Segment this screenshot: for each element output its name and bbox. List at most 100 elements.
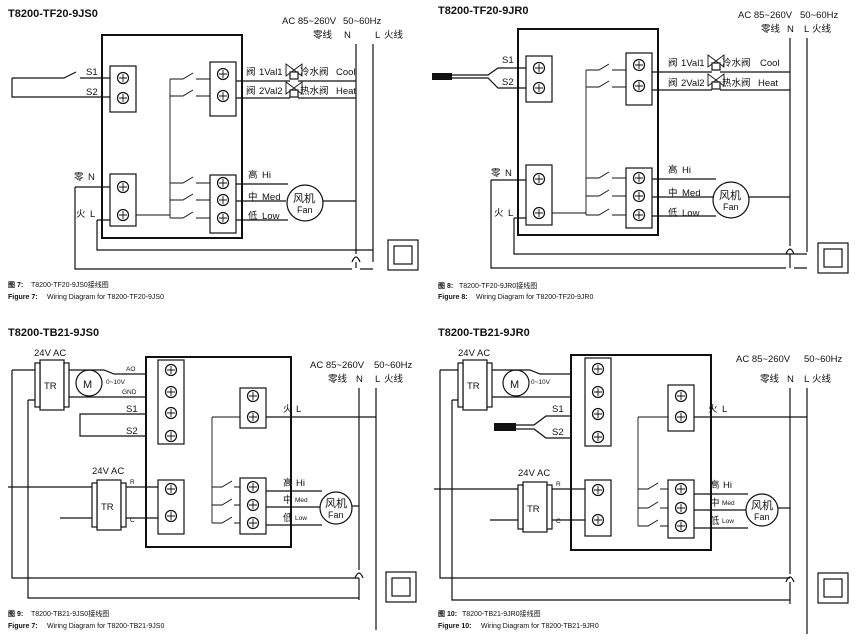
terminal-screw bbox=[164, 429, 178, 443]
med-cn-label: 中 bbox=[283, 494, 293, 506]
hi-cn-label: 高 bbox=[248, 169, 258, 181]
med-cn-label: 中 bbox=[668, 187, 678, 199]
tr-24vac-label: 24V AC bbox=[458, 348, 490, 359]
panel-tb21-9js0: T8200-TB21-9JS0 AC 85~260V 50~60Hz 零线 N … bbox=[8, 327, 417, 630]
low-cn-label: 低 bbox=[668, 207, 678, 219]
caption-en-prefix: Figure 7: bbox=[8, 294, 38, 301]
motor-label: M bbox=[510, 379, 519, 391]
caption-cn: T8200-TF20-9JS0接线图 bbox=[31, 280, 109, 289]
terminal-screw bbox=[246, 389, 260, 403]
live-cn-label: 火 bbox=[283, 404, 293, 415]
diagram-title: T8200-TF20-9JS0 bbox=[8, 8, 98, 20]
diagram-title: T8200-TF20-9JR0 bbox=[438, 5, 529, 17]
terminal-screw bbox=[216, 193, 230, 207]
cool-valve-icon bbox=[707, 54, 725, 71]
l-label: L bbox=[722, 404, 727, 415]
heat-valve-icon bbox=[707, 73, 725, 90]
s1-label: S1 bbox=[86, 67, 98, 78]
valve-cn-label: 阀 bbox=[246, 85, 256, 97]
med-cn-label: 中 bbox=[248, 191, 258, 203]
caption-cn-prefix: 图 8: bbox=[438, 281, 453, 290]
terminal-screw bbox=[246, 516, 260, 530]
fan-motor-icon bbox=[286, 184, 324, 222]
s2-label: S2 bbox=[86, 87, 98, 98]
ground-box-inner bbox=[391, 577, 411, 597]
live-cn-label: 火 bbox=[494, 208, 504, 219]
caption-cn-prefix: 图 7: bbox=[8, 280, 23, 289]
tr-label: TR bbox=[527, 504, 540, 515]
wire-crossover bbox=[785, 576, 795, 583]
low-cn-label: 低 bbox=[710, 515, 720, 527]
s1-label: S1 bbox=[502, 55, 514, 66]
neutral-cn-label: 零线 bbox=[313, 29, 333, 41]
terminal-screw bbox=[632, 189, 646, 203]
caption-cn-prefix: 图 10: bbox=[438, 609, 457, 618]
valve-cn-label: 阀 bbox=[668, 77, 678, 89]
s1-s2-switch-wire bbox=[11, 71, 110, 98]
fan-motor-icon bbox=[319, 491, 353, 525]
fan-cn-label: 风机 bbox=[719, 188, 741, 202]
tr-neutral-wire bbox=[27, 399, 359, 599]
live-l-label: L bbox=[375, 374, 380, 385]
terminal-screw bbox=[532, 61, 546, 75]
supply-ac-label: AC 85~260V bbox=[738, 10, 793, 21]
supply-ac-label: AC 85~260V bbox=[736, 354, 791, 365]
terminal-screw bbox=[674, 501, 688, 515]
neutral-feed-wire bbox=[490, 179, 807, 269]
terminal-screw bbox=[164, 385, 178, 399]
transformer-coil bbox=[546, 484, 553, 530]
med-label: Med bbox=[722, 500, 735, 507]
live-l-label: L bbox=[804, 374, 809, 385]
tr-label: TR bbox=[101, 502, 114, 513]
terminal-screw bbox=[116, 208, 130, 222]
terminal-screw bbox=[591, 407, 605, 421]
low-cn-label: 低 bbox=[248, 210, 258, 222]
supply-hz-label: 50~60Hz bbox=[343, 16, 382, 27]
live-cn-label: 火线 bbox=[812, 373, 832, 385]
transformer-coil bbox=[486, 362, 493, 408]
heat-label: Heat bbox=[758, 78, 778, 89]
live-cn-label: 火线 bbox=[812, 23, 832, 35]
caption-cn: T8200-TF20-9JR0接线图 bbox=[459, 281, 537, 290]
panel-tf20-9js0: T8200-TF20-9JS0 AC 85~260V 50~60Hz 零线 N … bbox=[8, 8, 419, 301]
low-label: Low bbox=[295, 515, 307, 522]
terminal-screw bbox=[216, 67, 230, 81]
live-cn-label: 火 bbox=[708, 404, 718, 415]
fan-label: Fan bbox=[754, 512, 770, 522]
ao-label: AO bbox=[126, 366, 135, 373]
s2-label: S2 bbox=[552, 427, 564, 438]
terminal-screw bbox=[532, 172, 546, 186]
caption-cn: T8200-TB21-9JR0接线图 bbox=[462, 609, 541, 618]
valve-relay-contacts bbox=[170, 72, 210, 97]
neutral-n-label: N bbox=[787, 24, 794, 35]
r-label: R bbox=[556, 481, 561, 488]
terminal-screw bbox=[116, 71, 130, 85]
med-label: Med bbox=[682, 188, 700, 199]
wire-crossover bbox=[354, 572, 364, 579]
hi-cn-label: 高 bbox=[710, 479, 720, 491]
l-label: L bbox=[296, 404, 301, 415]
fan-relay-contacts bbox=[170, 176, 210, 219]
fan-cn-label: 风机 bbox=[293, 191, 315, 205]
cool-valve-cn-label: 冷水阀 bbox=[300, 66, 329, 78]
live-feed-wire bbox=[513, 217, 807, 255]
fan-relay-contacts bbox=[586, 171, 626, 216]
low-label: Low bbox=[262, 211, 280, 222]
med-label: Med bbox=[295, 497, 308, 504]
supply-hz-label: 50~60Hz bbox=[800, 10, 839, 21]
cool-valve-cn-label: 冷水阀 bbox=[722, 57, 751, 69]
live-l-label: L bbox=[375, 30, 380, 41]
live-l-label: L bbox=[804, 24, 809, 35]
terminal-screw bbox=[216, 89, 230, 103]
caption-en-prefix: Figure 10: bbox=[438, 623, 471, 630]
tr-24vac-label: 24V AC bbox=[518, 468, 550, 479]
l-label: L bbox=[508, 208, 513, 219]
s1-label: S1 bbox=[126, 404, 138, 415]
panel-tb21-9jr0: T8200-TB21-9JR0 AC 85~260V 50~60Hz 零线 N … bbox=[434, 327, 849, 634]
low-cn-label: 低 bbox=[283, 512, 293, 524]
terminal-screw bbox=[532, 81, 546, 95]
low-label: Low bbox=[682, 208, 700, 219]
tr-label: TR bbox=[467, 381, 480, 392]
transformer-coil bbox=[63, 362, 70, 408]
tr-wires bbox=[434, 488, 585, 521]
